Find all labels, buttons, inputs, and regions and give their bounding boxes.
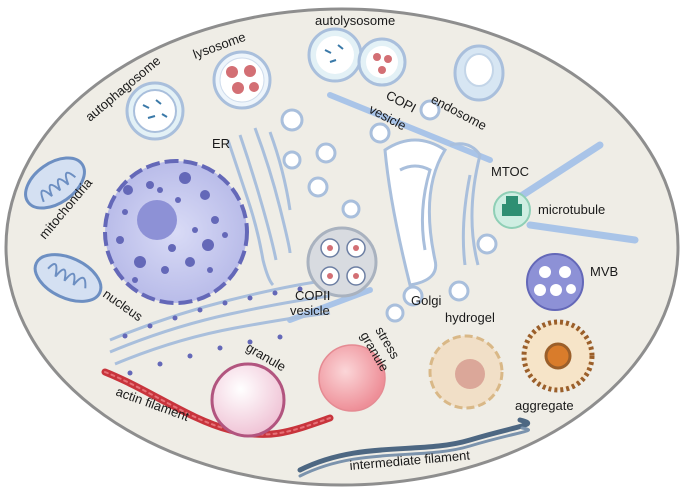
nucleus-speckle bbox=[175, 197, 181, 203]
mitochondria-bottom bbox=[33, 253, 103, 303]
nucleus-speckle bbox=[122, 209, 128, 215]
er-ribosome bbox=[247, 295, 253, 301]
lysosome bbox=[212, 50, 272, 110]
granule bbox=[210, 362, 286, 438]
golgi bbox=[383, 138, 482, 287]
autolysosome bbox=[307, 27, 407, 87]
nucleus-speckle bbox=[134, 256, 146, 268]
er-ribosome bbox=[187, 353, 193, 359]
mvb bbox=[526, 253, 584, 311]
hydrogel bbox=[428, 334, 504, 410]
nucleus-speckle bbox=[202, 239, 214, 251]
nucleus-speckle bbox=[222, 232, 228, 238]
autophagosome bbox=[125, 81, 185, 141]
hydrogel-label: hydrogel bbox=[445, 310, 495, 325]
er-ribosome bbox=[172, 315, 178, 321]
copii-vesicle-label-1: COPII bbox=[295, 288, 330, 303]
nucleus-speckle bbox=[179, 172, 191, 184]
aggregate-label: aggregate bbox=[515, 398, 574, 413]
er-ribosome bbox=[217, 345, 223, 351]
nucleus-speckle bbox=[211, 216, 219, 224]
intermediate-filament bbox=[297, 417, 530, 478]
microtubule-label: microtubule bbox=[538, 202, 605, 217]
nucleus-speckle bbox=[161, 266, 169, 274]
nucleus-speckle bbox=[185, 257, 195, 267]
er-ribosome bbox=[247, 339, 253, 345]
autolysosome-label: autolysosome bbox=[315, 13, 395, 28]
mitochondria-top bbox=[24, 156, 86, 210]
er-ribosome bbox=[122, 333, 128, 339]
copii-vesicle bbox=[306, 226, 378, 298]
er-ribosome bbox=[197, 307, 203, 313]
nucleus-speckle bbox=[157, 187, 163, 193]
nucleus-speckle bbox=[207, 267, 213, 273]
aggregate bbox=[521, 319, 595, 393]
nucleus-speckle bbox=[116, 236, 124, 244]
er-ribosome bbox=[222, 300, 228, 306]
mtoc bbox=[493, 191, 531, 229]
copii-vesicle-label-2: vesicle bbox=[290, 303, 330, 318]
er-label: ER bbox=[212, 136, 230, 151]
nucleus-speckle bbox=[192, 227, 198, 233]
golgi-label: Golgi bbox=[411, 293, 441, 308]
er-ribosomes bbox=[122, 286, 303, 376]
er-ribosome bbox=[277, 334, 283, 340]
er-ribosome bbox=[127, 370, 133, 376]
nucleus-speckle bbox=[146, 181, 154, 189]
nucleus-speckle bbox=[168, 244, 176, 252]
er-ribosome bbox=[272, 290, 278, 296]
nucleus-speckle bbox=[200, 190, 210, 200]
er bbox=[109, 127, 331, 366]
nucleus-speckle bbox=[123, 185, 133, 195]
nucleus-speckle bbox=[132, 277, 138, 283]
mtoc-label: MTOC bbox=[491, 164, 529, 179]
nucleus bbox=[103, 159, 249, 305]
endosome bbox=[453, 44, 505, 102]
er-ribosome bbox=[157, 361, 163, 367]
vesicles bbox=[280, 99, 498, 323]
mvb-label: MVB bbox=[590, 264, 618, 279]
er-ribosome bbox=[147, 323, 153, 329]
er-ribosome bbox=[297, 286, 303, 292]
stress-granule bbox=[318, 344, 386, 412]
microtubule bbox=[287, 92, 639, 323]
